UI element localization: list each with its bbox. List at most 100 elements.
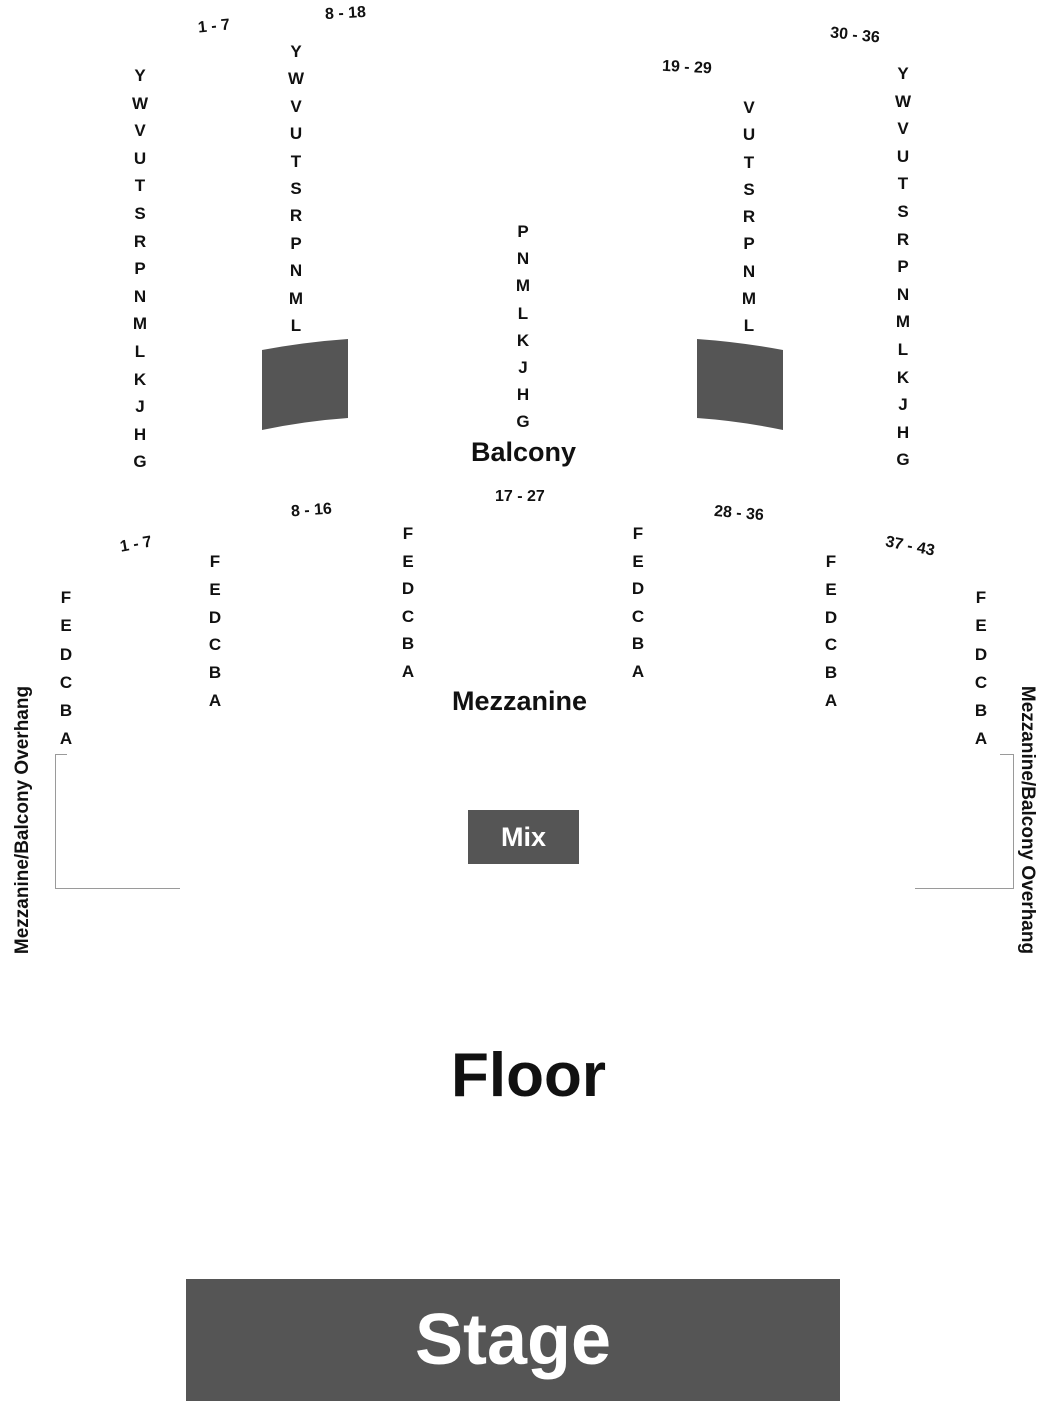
balcony-far-left-row-r[interactable]: R (133, 231, 147, 251)
balcony-far-right-row-m[interactable]: M (895, 312, 911, 332)
balcony-inner-left-row-y[interactable]: Y (290, 42, 302, 61)
balcony-far-left-row-s[interactable]: S (134, 203, 146, 223)
mezzanine-col1-row-e[interactable]: E (60, 616, 72, 636)
balcony-far-right-row-j[interactable]: J (898, 395, 908, 415)
balcony-range-3[interactable]: 19 - 29 (661, 57, 713, 78)
balcony-center-row-j[interactable]: J (518, 358, 528, 378)
mezzanine-col6-row-f[interactable]: F (975, 588, 987, 607)
balcony-inner-right-row-n[interactable]: N (742, 261, 756, 281)
balcony-far-right-row-r[interactable]: R (896, 229, 910, 249)
mezzanine-col3-row-e[interactable]: E (402, 551, 414, 571)
balcony-center-row-k[interactable]: K (516, 330, 530, 350)
balcony-far-right-row-t[interactable]: T (897, 174, 909, 194)
mezzanine-col5-row-c[interactable]: C (824, 635, 838, 655)
mezzanine-col4-row-c[interactable]: C (631, 606, 645, 626)
balcony-inner-left-row-p[interactable]: P (290, 233, 302, 253)
mezzanine-col5-row-d[interactable]: D (824, 607, 838, 627)
mezzanine-col6-row-d[interactable]: D (974, 644, 988, 664)
mezzanine-col6-row-e[interactable]: E (975, 616, 987, 636)
floor-label[interactable]: Floor (451, 1041, 606, 1110)
mezzanine-col5-row-f[interactable]: F (825, 552, 837, 571)
mezzanine-col6-row-a[interactable]: A (974, 729, 988, 749)
balcony-inner-left-row-l[interactable]: L (290, 316, 302, 336)
mezzanine-range-3[interactable]: 17 - 27 (495, 488, 545, 505)
mezzanine-col6-row-c[interactable]: C (974, 672, 988, 692)
balcony-far-right-row-n[interactable]: N (896, 284, 910, 304)
balcony-inner-left-row-n[interactable]: N (289, 261, 303, 281)
balcony-far-left-row-w[interactable]: W (131, 93, 149, 113)
balcony-inner-left-row-v[interactable]: V (290, 96, 302, 116)
balcony-inner-left-row-m[interactable]: M (288, 288, 304, 308)
balcony-inner-left-row-s[interactable]: S (290, 179, 302, 199)
balcony-far-left-row-k[interactable]: K (133, 369, 147, 389)
mezzanine-col2-row-d[interactable]: D (208, 607, 222, 627)
balcony-far-right-row-g[interactable]: G (896, 450, 910, 470)
balcony-center-row-g[interactable]: G (516, 412, 530, 432)
balcony-center-row-h[interactable]: H (516, 385, 530, 405)
mezzanine-col2-row-f[interactable]: F (209, 552, 221, 571)
mezzanine-col3-row-c[interactable]: C (401, 606, 415, 626)
balcony-range-2[interactable]: 8 - 18 (324, 3, 367, 24)
mezzanine-col4-row-d[interactable]: D (631, 579, 645, 599)
balcony-center-row-m[interactable]: M (515, 276, 531, 296)
balcony-far-left-row-h[interactable]: H (133, 424, 147, 444)
mezzanine-col1-row-b[interactable]: B (59, 701, 73, 721)
mezzanine-col2-row-a[interactable]: A (208, 690, 222, 710)
balcony-inner-right-row-t[interactable]: T (743, 152, 755, 172)
balcony-far-right-row-y[interactable]: Y (897, 64, 909, 83)
balcony-inner-right-row-s[interactable]: S (743, 179, 755, 199)
balcony-far-left-row-m[interactable]: M (132, 314, 148, 334)
balcony-far-left-row-v[interactable]: V (134, 121, 146, 141)
mezzanine-col5-row-b[interactable]: B (824, 663, 838, 683)
balcony-far-left-row-n[interactable]: N (133, 286, 147, 306)
mezzanine-col1-row-a[interactable]: A (59, 729, 73, 749)
balcony-inner-right-row-u[interactable]: U (742, 125, 756, 145)
balcony-far-right-row-s[interactable]: S (897, 201, 909, 221)
balcony-range-1[interactable]: 1 - 7 (197, 16, 231, 37)
balcony-inner-right-row-l[interactable]: L (743, 316, 755, 336)
balcony-inner-left-row-w[interactable]: W (287, 69, 305, 89)
balcony-inner-right-row-v[interactable]: V (743, 98, 755, 117)
mezzanine-col5-row-a[interactable]: A (824, 690, 838, 710)
mezzanine-col3-row-f[interactable]: F (402, 524, 414, 543)
mezzanine-col1-row-d[interactable]: D (59, 644, 73, 664)
balcony-far-right-row-u[interactable]: U (896, 146, 910, 166)
balcony-far-right-row-w[interactable]: W (894, 91, 912, 111)
balcony-center-row-p[interactable]: P (517, 222, 529, 241)
mezzanine-col4-row-e[interactable]: E (632, 551, 644, 571)
balcony-far-left-row-p[interactable]: P (134, 259, 146, 279)
mezzanine-col4-row-b[interactable]: B (631, 634, 645, 654)
balcony-far-right-row-v[interactable]: V (897, 119, 909, 139)
mezzanine-col3-row-d[interactable]: D (401, 579, 415, 599)
mezzanine-col3-row-b[interactable]: B (401, 634, 415, 654)
mezzanine-col5-row-e[interactable]: E (825, 579, 837, 599)
balcony-inner-left-row-u[interactable]: U (289, 124, 303, 144)
balcony-inner-right-row-p[interactable]: P (743, 234, 755, 254)
mezzanine-col6-row-b[interactable]: B (974, 701, 988, 721)
balcony-center-row-l[interactable]: L (517, 303, 529, 323)
balcony-far-left-row-j[interactable]: J (135, 397, 145, 417)
balcony-center-row-n[interactable]: N (516, 249, 530, 269)
balcony-inner-left-row-t[interactable]: T (290, 151, 302, 171)
balcony-inner-right-row-r[interactable]: R (742, 207, 756, 227)
mezzanine-col4-row-a[interactable]: A (631, 661, 645, 681)
balcony-far-right-row-l[interactable]: L (897, 339, 909, 359)
balcony-far-right-row-k[interactable]: K (896, 367, 910, 387)
mezzanine-col3-row-a[interactable]: A (401, 661, 415, 681)
balcony-inner-left-row-r[interactable]: R (289, 206, 303, 226)
balcony-far-right-row-p[interactable]: P (897, 257, 909, 277)
balcony-far-left-row-y[interactable]: Y (134, 66, 146, 85)
mezzanine-col2-row-c[interactable]: C (208, 635, 222, 655)
mezzanine-col1-row-f[interactable]: F (60, 588, 72, 607)
balcony-far-left-row-u[interactable]: U (133, 148, 147, 168)
mezzanine-range-2[interactable]: 8 - 16 (290, 500, 333, 521)
balcony-far-right-row-h[interactable]: H (896, 422, 910, 442)
mix-booth[interactable]: Mix (468, 810, 579, 864)
mezzanine-col1-row-c[interactable]: C (59, 672, 73, 692)
balcony-far-left-row-g[interactable]: G (133, 452, 147, 472)
mezzanine-col4-row-f[interactable]: F (632, 524, 644, 543)
mezzanine-col2-row-e[interactable]: E (209, 579, 221, 599)
balcony-inner-right-row-m[interactable]: M (741, 289, 757, 309)
mezzanine-col2-row-b[interactable]: B (208, 663, 222, 683)
balcony-far-left-row-l[interactable]: L (134, 341, 146, 361)
